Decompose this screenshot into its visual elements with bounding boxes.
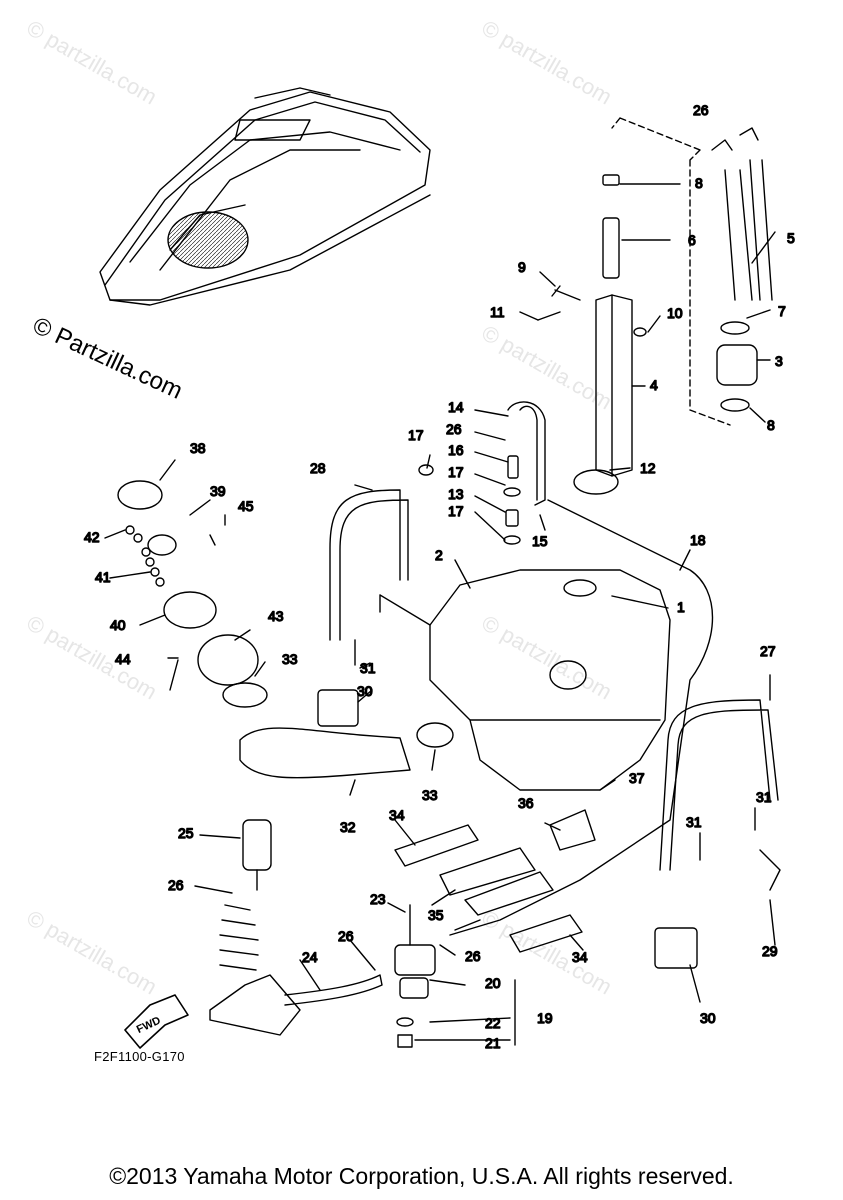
callout-27: 27 xyxy=(760,643,776,659)
part-4 xyxy=(595,294,633,477)
fuel-tank xyxy=(379,569,671,791)
watercraft-overview xyxy=(99,87,431,306)
callout-26: 26 xyxy=(693,102,709,118)
callout-28: 28 xyxy=(310,460,326,476)
callout-13: 13 xyxy=(448,486,464,502)
copyright-notice: ©2013 Yamaha Motor Corporation, U.S.A. A… xyxy=(109,1163,734,1189)
callout-26: 26 xyxy=(446,421,462,437)
callout-38: 38 xyxy=(190,440,206,456)
callout-6: 6 xyxy=(688,232,696,248)
callout-10: 10 xyxy=(667,305,683,321)
callout-19: 19 xyxy=(537,1010,553,1026)
callout-37: 37 xyxy=(629,770,645,786)
callout-31: 31 xyxy=(360,660,376,676)
callout-14: 14 xyxy=(448,399,464,415)
callout-17: 17 xyxy=(448,464,464,480)
callout-8: 8 xyxy=(695,175,703,191)
callout-18: 18 xyxy=(690,532,706,548)
callout-36: 36 xyxy=(518,795,534,811)
callout-42: 42 xyxy=(84,529,100,545)
callout-11: 11 xyxy=(490,304,505,320)
callout-17: 17 xyxy=(408,427,424,443)
callout-4: 4 xyxy=(650,377,658,393)
callout-16: 16 xyxy=(448,442,464,458)
callout-1: 1 xyxy=(677,599,685,615)
callout-33: 33 xyxy=(282,651,298,667)
fwd-label: FWD xyxy=(135,1015,163,1036)
callout-39: 39 xyxy=(210,483,226,499)
callout-25: 25 xyxy=(178,825,194,841)
callout-40: 40 xyxy=(110,617,126,633)
callout-23: 23 xyxy=(370,891,386,907)
callout-33: 33 xyxy=(422,787,438,803)
callout-20: 20 xyxy=(485,975,501,991)
callout-26: 26 xyxy=(465,948,481,964)
diagram-code: F2F1100-G170 xyxy=(94,1049,185,1064)
callout-17: 17 xyxy=(448,503,464,519)
callout-32: 32 xyxy=(340,819,356,835)
callout-29: 29 xyxy=(762,943,778,959)
callout-34: 34 xyxy=(572,949,588,965)
callout-21: 21 xyxy=(485,1035,501,1051)
callout-24: 24 xyxy=(302,949,318,965)
callout-41: 41 xyxy=(95,569,111,585)
callout-35: 35 xyxy=(428,907,444,923)
callout-43: 43 xyxy=(268,608,284,624)
callout-5: 5 xyxy=(787,230,795,246)
callout-3: 3 xyxy=(775,353,783,369)
callout-31: 31 xyxy=(756,789,772,805)
callout-8: 8 xyxy=(767,417,775,433)
callout-30: 30 xyxy=(700,1010,716,1026)
callout-45: 45 xyxy=(238,498,254,514)
callout-26: 26 xyxy=(338,928,354,944)
part-6 xyxy=(602,174,620,279)
callout-44: 44 xyxy=(115,651,131,667)
callout-9: 9 xyxy=(518,259,526,275)
callout-22: 22 xyxy=(485,1015,501,1031)
callout-2: 2 xyxy=(435,547,443,563)
callout-7: 7 xyxy=(778,303,786,319)
callout-12: 12 xyxy=(640,460,656,476)
callout-30: 30 xyxy=(357,683,373,699)
callout-31: 31 xyxy=(686,814,702,830)
callout-26: 26 xyxy=(168,877,184,893)
callout-34: 34 xyxy=(389,807,405,823)
callout-15: 15 xyxy=(532,533,548,549)
